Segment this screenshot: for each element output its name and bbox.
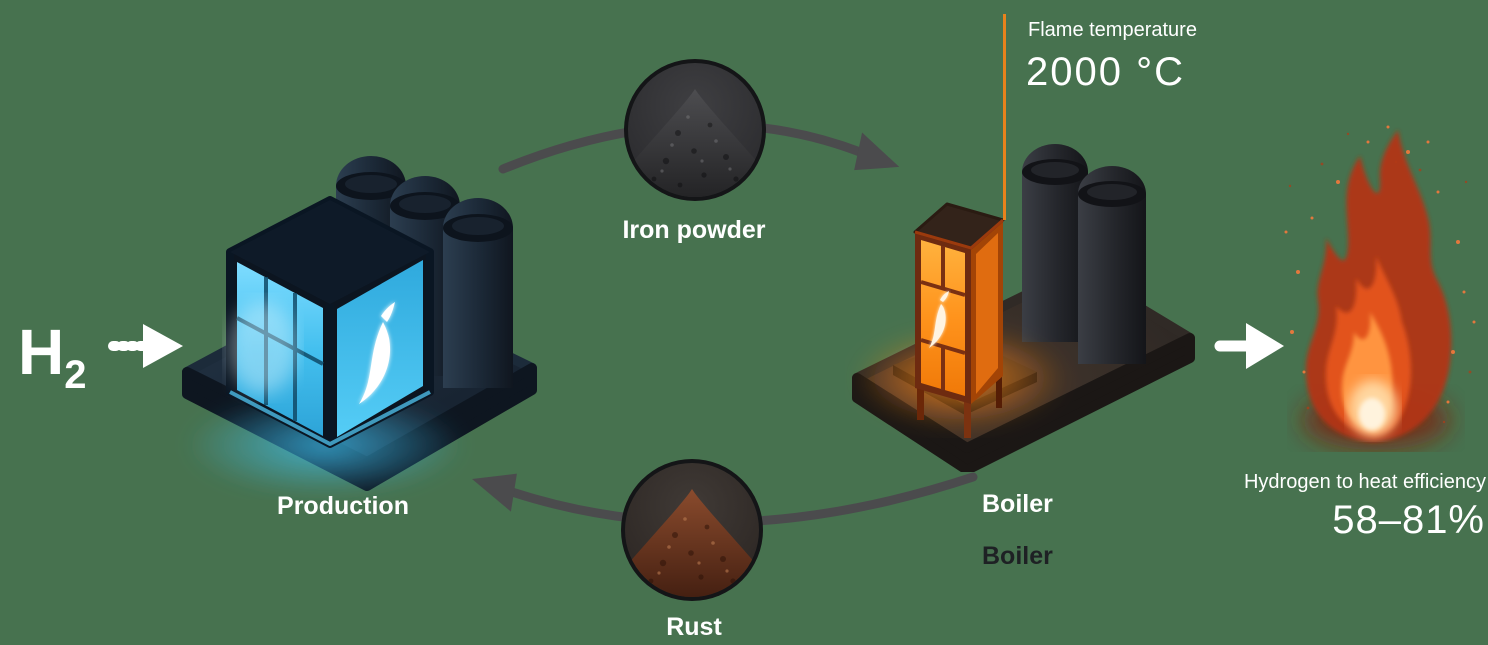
iron-powder-label: Iron powder bbox=[622, 216, 766, 244]
rust-label: Rust bbox=[666, 613, 722, 641]
iron-powder-icon bbox=[624, 59, 766, 201]
efficiency-value: 58–81% bbox=[1332, 498, 1485, 542]
h2-formula: H bbox=[18, 316, 65, 388]
flame-temperature-label: Flame temperature bbox=[1028, 19, 1197, 41]
boiler-label-shadow: Boiler bbox=[982, 542, 1053, 570]
production-label: Production bbox=[277, 492, 409, 520]
flame-temp-indicator-line bbox=[1003, 14, 1006, 220]
flame-arrow-icon bbox=[1214, 323, 1284, 369]
rust-icon bbox=[621, 459, 763, 601]
efficiency-label: Hydrogen to heat efficiency bbox=[1243, 471, 1486, 493]
flame-icon bbox=[1284, 125, 1476, 450]
flame-temperature-value: 2000 °C bbox=[1026, 50, 1185, 94]
production-building-icon bbox=[182, 156, 537, 497]
h2-arrow-icon bbox=[108, 324, 183, 368]
boiler-label: Boiler bbox=[982, 490, 1053, 518]
boiler-building-icon bbox=[852, 144, 1195, 472]
h2-input-label: H2 bbox=[18, 320, 86, 395]
h2-subscript: 2 bbox=[64, 353, 87, 397]
